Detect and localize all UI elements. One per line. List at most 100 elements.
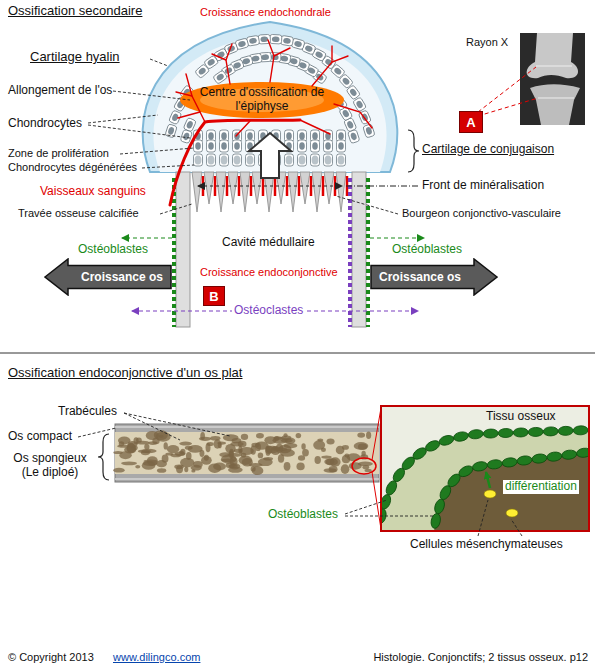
chondrocyte-body (341, 109, 350, 118)
chondrocyte-body (312, 155, 319, 164)
osteoblast-cell (487, 459, 503, 470)
vascular-bud (286, 176, 289, 196)
vascular-bud (334, 176, 337, 196)
osteoblast-cell (438, 434, 455, 447)
part-label: Vaisseaux sanguins (40, 185, 146, 199)
chondrocyte-body (216, 73, 225, 82)
part-label: Cartilage de conjugaison (422, 143, 554, 157)
marrow-space (234, 449, 243, 453)
marrow-space (365, 469, 372, 472)
marrow-space (113, 468, 124, 473)
mesenchymal-cell (506, 509, 518, 517)
chondrocyte-body (208, 155, 215, 164)
osteoblast-cell (517, 455, 533, 466)
osteoblast-cell (433, 498, 446, 515)
vascular-bud (238, 176, 241, 196)
chondrocyte-body (234, 142, 240, 150)
mineralisation-front (198, 186, 342, 187)
leader-line (345, 500, 387, 514)
marrow-space (229, 451, 233, 460)
chondrocyte-body (167, 126, 175, 135)
chondrocyte (220, 154, 229, 166)
mesenchymal-cell (484, 490, 496, 498)
chondrocyte (194, 140, 203, 152)
leader-line (124, 413, 180, 440)
vessel-branch (300, 120, 330, 134)
marrow-space (251, 466, 256, 471)
section-separator (0, 353, 595, 354)
chondrocyte-body (304, 45, 313, 53)
chondrocyte-lacuna (213, 70, 228, 84)
trabecula-spike (240, 172, 250, 212)
xray-frame (520, 33, 585, 125)
chondrocyte (311, 140, 320, 152)
osteoblast-cell (513, 428, 528, 438)
chondrocyte-body (312, 142, 318, 150)
xray-growth-line (536, 66, 572, 67)
chondrocyte (269, 34, 281, 44)
chondrocyte (180, 129, 192, 143)
chondrocyte-lacuna (311, 154, 320, 166)
cell-label: Ostéoblastes (78, 243, 148, 257)
chondrocyte-body (299, 132, 305, 140)
marrow-space (273, 447, 287, 451)
chondrocyte (194, 154, 203, 166)
marrow-space (284, 462, 291, 471)
marrow-space (258, 453, 263, 459)
trabecula-spike (228, 172, 238, 204)
chondrocyte-body (341, 77, 350, 86)
chondrocyte (246, 154, 255, 166)
callout-letter: B (203, 286, 225, 306)
part-label: Chondrocytes (8, 117, 82, 131)
vessel-branch (331, 46, 332, 62)
marrow-space (229, 464, 238, 468)
chondrocyte (207, 140, 216, 152)
part-label: Trabécules (58, 405, 117, 419)
chondrocyte-body (333, 67, 342, 76)
callout-letter-text: B (209, 289, 218, 304)
leader-line (160, 204, 192, 214)
part-label: Cavité médullaire (222, 236, 315, 250)
marrow-space (329, 466, 338, 473)
chondrocyte-lacuna (337, 140, 346, 152)
osteoblast-cell (483, 429, 498, 439)
trabecula-spike (324, 172, 334, 204)
chondrocyte-body (338, 142, 344, 150)
trabecula-spike (336, 172, 346, 212)
marrow-space (119, 441, 124, 446)
zone-label: Chondrocytes dégénérées (8, 161, 137, 174)
chondrocyte-body (221, 132, 227, 140)
trabecula-spike (216, 172, 226, 212)
arrow-text: Croissance os (81, 270, 163, 284)
marrow-space (193, 461, 203, 468)
chondrocyte-body (280, 55, 288, 62)
growth-arrow (249, 133, 291, 178)
trabecula-spike (300, 172, 310, 204)
part-label: Centre d'ossification de l'épiphyse (197, 86, 327, 114)
cell-label: Ostéoclastes (232, 304, 305, 318)
marrow-space (256, 433, 264, 439)
chondrocyte-lacuna (195, 64, 210, 79)
chondrocyte (195, 64, 210, 79)
chondrocyte-body (286, 155, 293, 164)
chondrocyte-lacuna (220, 154, 229, 166)
marrow-space (362, 465, 369, 469)
xray-image (520, 33, 585, 125)
bone-collar (176, 172, 190, 327)
chondrocyte-body (294, 40, 303, 47)
chondrocyte-body (247, 155, 254, 164)
osteoblast-cell (472, 460, 488, 472)
marrow-space (296, 463, 304, 471)
chondrocyte-body (286, 132, 292, 140)
marrow-space (301, 443, 305, 449)
growth-arrow-box: Croissance os (370, 258, 498, 296)
marrow-space (272, 437, 287, 444)
osteoclast-layer (348, 178, 352, 327)
trabecula-spike (288, 172, 298, 212)
osteoblast-cell (528, 427, 543, 437)
bracket (98, 434, 109, 480)
chondrocyte-body (272, 36, 280, 42)
marrow-space (221, 455, 237, 464)
vascular-bud (202, 176, 205, 196)
